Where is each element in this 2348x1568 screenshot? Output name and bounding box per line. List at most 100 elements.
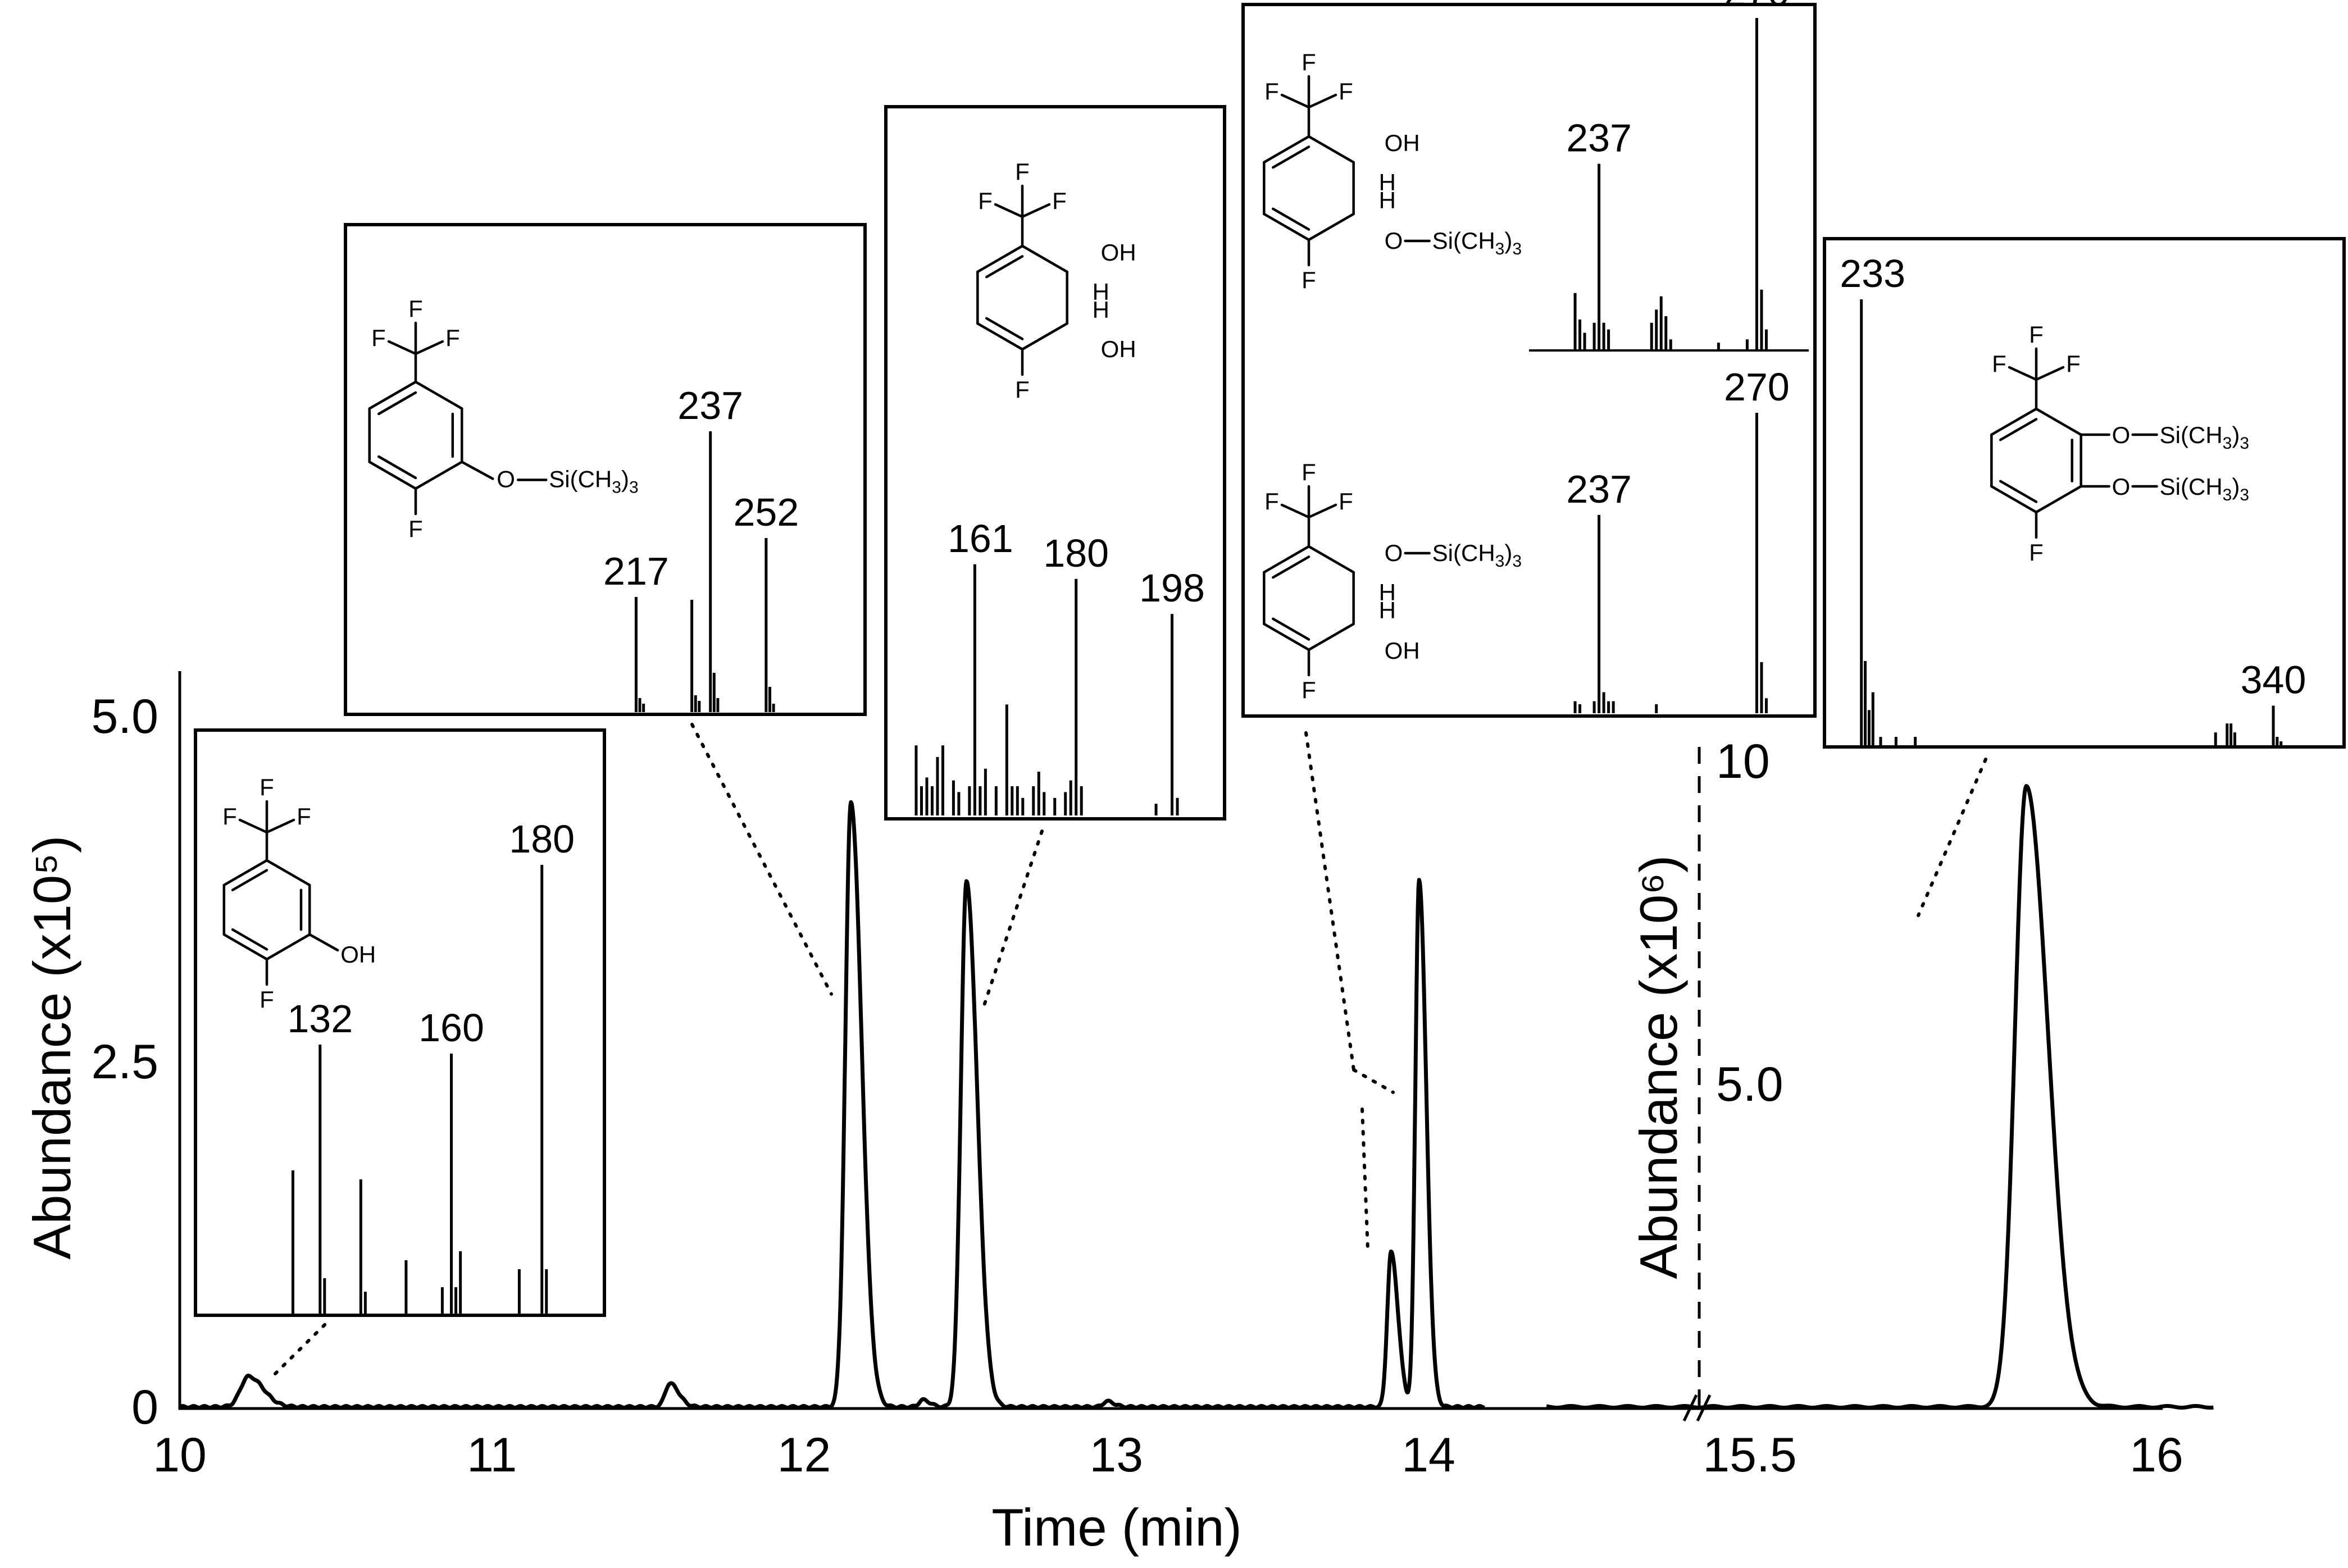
- ms-peak-label: 237: [1566, 116, 1632, 160]
- ms-peak-label: 340: [2241, 658, 2306, 701]
- y-tick-label-right: 10: [1716, 735, 1770, 788]
- ms-peak-label: 237: [1566, 467, 1632, 511]
- atom-label: F: [2029, 539, 2044, 566]
- y-tick-label-left: 5.0: [91, 690, 158, 744]
- atom-label: OH: [1385, 130, 1420, 156]
- atom-label: Si(CH3)3: [1432, 227, 1522, 258]
- inset-box: [1241, 3, 1817, 718]
- atom-label: O: [497, 466, 515, 493]
- atom-label: F: [1264, 488, 1279, 514]
- atom-label: F: [260, 774, 274, 800]
- atom-label: O: [1385, 227, 1403, 254]
- atom-label: F: [260, 986, 274, 1013]
- mass-spectrum-4b: 237 270: [1566, 365, 1790, 713]
- atom-label: Si(CH3)3: [1432, 540, 1522, 571]
- y-tick-label-left: 0: [131, 1380, 158, 1434]
- atom-label: F: [408, 295, 423, 322]
- atom-label: H: [1379, 169, 1396, 195]
- atom-label: F: [2066, 350, 2081, 377]
- atom-label: F: [222, 803, 237, 829]
- atom-label: H: [1093, 297, 1109, 323]
- ms-peak-label: 233: [1840, 252, 1905, 295]
- x-tick-label: 10: [153, 1428, 207, 1482]
- x-tick-label: 15.5: [1703, 1428, 1796, 1482]
- atom-label: Si(CH3)3: [2160, 422, 2249, 453]
- leader-line: [274, 1319, 330, 1375]
- atom-label: F: [1992, 350, 2006, 377]
- mass-spectrum-5: 233 340: [1840, 252, 2306, 746]
- mass-spectrum-4a: 237 270: [1566, 0, 1790, 349]
- atom-label: H: [1093, 279, 1109, 305]
- atom-label: F: [1339, 78, 1353, 104]
- x-tick-label: 16: [2129, 1428, 2183, 1482]
- atom-label: F: [1015, 376, 1030, 403]
- ms-peak-label: 161: [948, 517, 1013, 560]
- atom-label: OH: [340, 941, 376, 968]
- leader-line: [1352, 1068, 1395, 1094]
- inset-box: [1823, 237, 2346, 749]
- atom-label: OH: [1101, 336, 1136, 362]
- atom-label: H: [1379, 187, 1396, 213]
- x-tick-label: 11: [467, 1428, 517, 1482]
- atom-label: O: [2112, 473, 2131, 500]
- chromatogram-trace-left: [178, 800, 1486, 1410]
- inset-box: [884, 105, 1226, 821]
- leader-lines: [274, 723, 1987, 1375]
- atom-label: F: [371, 325, 386, 351]
- atom-label: H: [1379, 597, 1396, 623]
- atom-label: F: [1302, 49, 1316, 75]
- ms-peak-label: 270: [1724, 0, 1790, 14]
- atom-label: Si(CH3)3: [549, 466, 638, 497]
- y-tick-label-right: 5.0: [1716, 1058, 1783, 1111]
- atom-label: OH: [1385, 637, 1420, 664]
- x-tick-label: 12: [777, 1428, 831, 1482]
- atom-label: F: [1052, 188, 1067, 214]
- ms-peak-label: 270: [1724, 365, 1790, 409]
- atom-label: F: [1302, 459, 1316, 485]
- atom-label: F: [1302, 267, 1316, 293]
- x-tick-label: 14: [1401, 1428, 1455, 1482]
- chromatogram-traces: [178, 784, 2215, 1410]
- y-axis-right-title: Abundance (x10⁶): [1629, 855, 1688, 1279]
- atom-label: O: [2112, 422, 2131, 448]
- atom-label: F: [408, 516, 423, 542]
- tick-labels: 10 11 12 13 14 15.5 16 0 2.5 5.0 5.0 10: [91, 690, 2183, 1482]
- atom-label: F: [445, 325, 460, 351]
- leader-line: [1304, 731, 1355, 1072]
- atom-label: F: [1302, 677, 1316, 703]
- inset-box: [194, 728, 606, 1317]
- y-axis-right-title-text: Abundance (x10⁶): [1629, 855, 1688, 1279]
- atom-label: F: [978, 188, 993, 214]
- atom-label: O: [1385, 540, 1403, 566]
- atom-label: Si(CH3)3: [2160, 473, 2249, 504]
- y-axis-left-title: Abundance (x10⁵): [22, 836, 81, 1260]
- atom-label: OH: [1101, 239, 1136, 266]
- atom-label: F: [1339, 488, 1353, 514]
- atom-label: H: [1379, 579, 1396, 605]
- y-tick-label-left: 2.5: [91, 1035, 158, 1089]
- ms-peak-label: 252: [733, 490, 799, 534]
- inset-box: [344, 223, 867, 716]
- leader-line: [690, 723, 833, 996]
- chromatogram-trace-right: [1545, 784, 2215, 1410]
- leader-line: [1917, 758, 1987, 917]
- x-tick-label: 13: [1089, 1428, 1143, 1482]
- ms-peak-label: 217: [603, 549, 669, 593]
- ms-peak-label: 180: [509, 817, 575, 861]
- atom-label: F: [1015, 158, 1030, 185]
- leader-line: [1360, 1107, 1369, 1251]
- ms-peak-label: 132: [287, 997, 353, 1041]
- x-axis-title: Time (min): [991, 1498, 1242, 1557]
- ms-peak-label: 180: [1043, 531, 1109, 575]
